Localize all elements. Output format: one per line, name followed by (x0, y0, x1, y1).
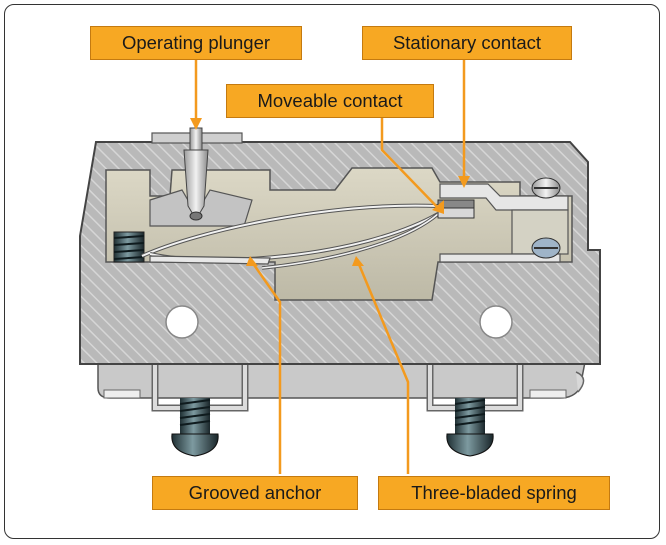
leader-three-bladed-spring (356, 261, 410, 474)
label-moveable-contact: Moveable contact (226, 84, 434, 118)
mounting-hole-right (479, 305, 513, 339)
leader-grooved-anchor (250, 261, 282, 474)
label-three-bladed-spring: Three-bladed spring (378, 476, 610, 510)
mounting-hole-left (165, 305, 199, 339)
label-stationary-contact: Stationary contact (362, 26, 572, 60)
spring-blades (141, 203, 440, 270)
leader-lines (194, 60, 466, 474)
adjustment-screw (113, 231, 145, 263)
moveable-contact-part (437, 199, 475, 219)
stationary-contact-bracket (439, 177, 569, 263)
switch-base (97, 361, 586, 399)
left-terminal-screw (171, 398, 219, 457)
label-grooved-anchor: Grooved anchor (152, 476, 358, 510)
right-terminal-screw (446, 398, 494, 457)
label-operating-plunger: Operating plunger (90, 26, 302, 60)
leader-moveable-contact (380, 118, 441, 211)
plunger (183, 127, 209, 221)
leader-arrowheads (190, 118, 470, 266)
